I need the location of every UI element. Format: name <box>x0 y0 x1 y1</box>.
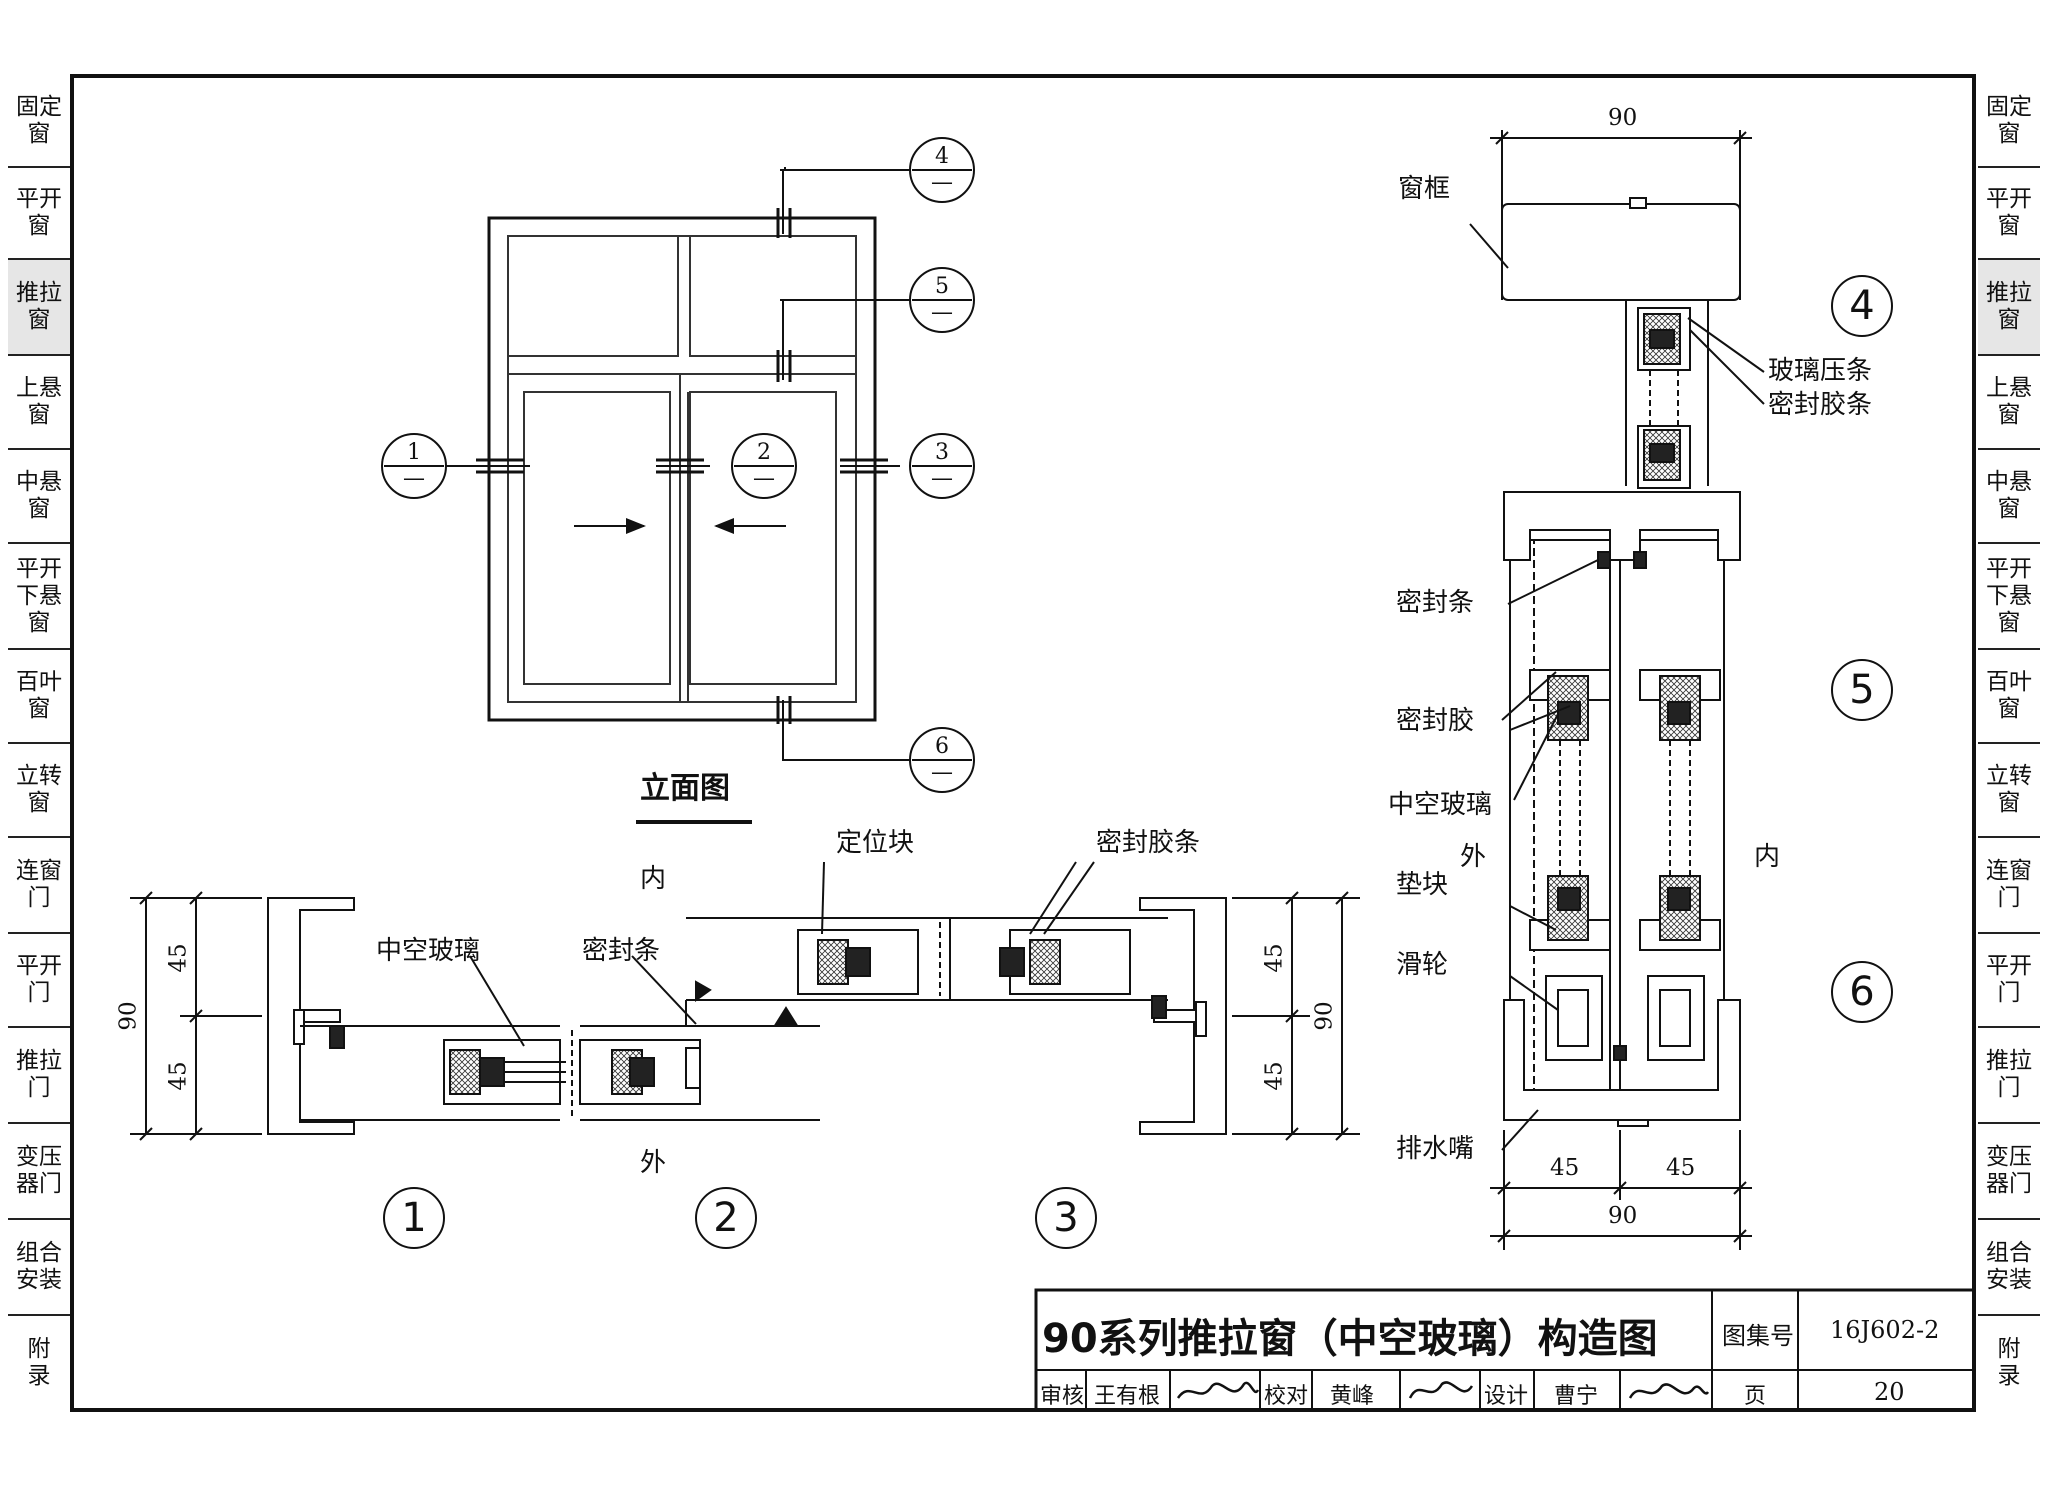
tab-swing-door-right[interactable]: 平开门 <box>1978 934 2040 1028</box>
plan-dim-half-top-right: 45 <box>1261 943 1288 973</box>
section-dim-bottom-right: 45 <box>1666 1155 1696 1181</box>
section-mark-4-num: 4 <box>935 144 949 169</box>
tab-fixed-right[interactable]: 固定窗 <box>1978 76 2040 168</box>
plan-locating-block-label: 定位块 <box>836 828 915 858</box>
plan-seal-strip-label: 密封条 <box>582 936 661 966</box>
detail-number-2: 2 <box>713 1195 739 1241</box>
detail-number-6: 6 <box>1849 969 1875 1015</box>
plan-sealing-rubber-strip-label: 密封胶条 <box>1096 828 1201 858</box>
plan-dim-total-left: 90 <box>115 1001 142 1031</box>
tab-sliding-door-left[interactable]: 推拉门 <box>8 1028 70 1124</box>
detail-number-4: 4 <box>1849 283 1875 329</box>
tab-top-hung-left[interactable]: 上悬窗 <box>8 356 70 450</box>
tab-window-door-left[interactable]: 连窗门 <box>8 838 70 934</box>
tab-casement-left[interactable]: 平开窗 <box>8 168 70 260</box>
section-seal-strip-label: 密封条 <box>1396 588 1475 618</box>
designer-name: 曹宁 <box>1554 1384 1599 1409</box>
section-inside-label: 内 <box>1754 842 1781 872</box>
tab-window-door-right[interactable]: 连窗门 <box>1978 838 2040 934</box>
detail-number-5: 5 <box>1849 667 1875 713</box>
section-sealant-label: 密封胶 <box>1396 706 1475 736</box>
check-label: 校对 <box>1264 1384 1309 1409</box>
section-sealing-rubber-strip-label: 密封胶条 <box>1768 390 1873 420</box>
section-hollow-glass-label: 中空玻璃 <box>1388 790 1493 820</box>
section-dim-bottom-total: 90 <box>1608 1203 1638 1229</box>
section-drain-label: 排水嘴 <box>1396 1134 1475 1164</box>
tab-appendix-left[interactable]: 附录 <box>27 1336 51 1389</box>
detail-number-3: 3 <box>1053 1195 1079 1241</box>
drawing-title: 90系列推拉窗（中空玻璃）构造图 <box>1042 1316 1658 1362</box>
checker-name: 黄峰 <box>1330 1384 1375 1409</box>
tab-swing-door-left[interactable]: 平开门 <box>8 934 70 1028</box>
tab-center-pivot-right[interactable]: 中悬窗 <box>1978 450 2040 544</box>
reviewer-name: 王有根 <box>1094 1384 1161 1409</box>
plan-dim-total-right: 90 <box>1311 1001 1338 1031</box>
tab-appendix-right[interactable]: 附录 <box>1997 1336 2021 1389</box>
tab-fixed-left[interactable]: 固定窗 <box>8 76 70 168</box>
section-mark-5-sub: — <box>931 300 953 325</box>
plan-dim-half-top-left: 45 <box>165 943 192 973</box>
tab-tilt-turn-left[interactable]: 平开下悬窗 <box>8 544 70 650</box>
section-mark-1-num: 1 <box>407 440 421 465</box>
detail-number-1: 1 <box>401 1195 427 1241</box>
section-dim-top: 90 <box>1608 105 1638 131</box>
section-outside-label: 外 <box>1460 842 1487 872</box>
section-mark-2-num: 2 <box>757 440 771 465</box>
section-mark-4-sub: — <box>931 170 953 195</box>
review-label: 审核 <box>1040 1384 1085 1409</box>
section-mark-3-sub: — <box>931 466 953 491</box>
tab-sliding-door-right[interactable]: 推拉门 <box>1978 1028 2040 1124</box>
section-mark-1-sub: — <box>403 466 425 491</box>
tab-casement-right[interactable]: 平开窗 <box>1978 168 2040 260</box>
plan-dim-half-bottom-right: 45 <box>1261 1061 1288 1091</box>
tab-vertical-pivot-left[interactable]: 立转窗 <box>8 744 70 838</box>
section-mark-5-num: 5 <box>935 274 949 299</box>
elevation-view <box>381 137 975 824</box>
section-frame-label: 窗框 <box>1398 174 1451 204</box>
tab-tilt-turn-right[interactable]: 平开下悬窗 <box>1978 544 2040 650</box>
page-label: 页 <box>1744 1384 1767 1409</box>
section-mark-3-num: 3 <box>935 440 949 465</box>
design-label: 设计 <box>1484 1384 1529 1409</box>
elevation-title: 立面图 <box>640 771 730 806</box>
tab-top-hung-right[interactable]: 上悬窗 <box>1978 356 2040 450</box>
tab-sliding-left[interactable]: 推拉窗 <box>8 260 70 356</box>
plan-inside-label: 内 <box>640 864 667 894</box>
section-glass-bead-label: 玻璃压条 <box>1768 356 1873 386</box>
tab-transformer-door-right[interactable]: 变压器门 <box>1978 1124 2040 1220</box>
tab-louver-left[interactable]: 百叶窗 <box>8 650 70 744</box>
tab-vertical-pivot-right[interactable]: 立转窗 <box>1978 744 2040 838</box>
page-number: 20 <box>1874 1378 1905 1406</box>
atlas-number-label: 图集号 <box>1722 1322 1794 1350</box>
tab-assembly-right[interactable]: 组合安装 <box>1978 1220 2040 1316</box>
plan-dim-half-bottom-left: 45 <box>165 1061 192 1091</box>
atlas-number: 16J602-2 <box>1830 1316 1940 1344</box>
tab-louver-right[interactable]: 百叶窗 <box>1978 650 2040 744</box>
section-roller-label: 滑轮 <box>1396 950 1449 980</box>
section-mark-2-sub: — <box>753 466 775 491</box>
section-mark-6-sub: — <box>931 760 953 785</box>
section-dim-bottom-left: 45 <box>1550 1155 1580 1181</box>
tab-center-pivot-left[interactable]: 中悬窗 <box>8 450 70 544</box>
tab-transformer-door-left[interactable]: 变压器门 <box>8 1124 70 1220</box>
section-setting-block-label: 垫块 <box>1396 870 1449 900</box>
plan-outside-label: 外 <box>640 1148 667 1178</box>
tab-assembly-left[interactable]: 组合安装 <box>8 1220 70 1316</box>
title-block-frame <box>1034 1288 1976 1412</box>
tab-sliding-right[interactable]: 推拉窗 <box>1978 260 2040 356</box>
plan-sections <box>130 861 1360 1249</box>
vertical-section <box>1469 130 1893 1250</box>
section-mark-6-num: 6 <box>935 734 949 759</box>
plan-hollow-glass-label: 中空玻璃 <box>376 936 481 966</box>
